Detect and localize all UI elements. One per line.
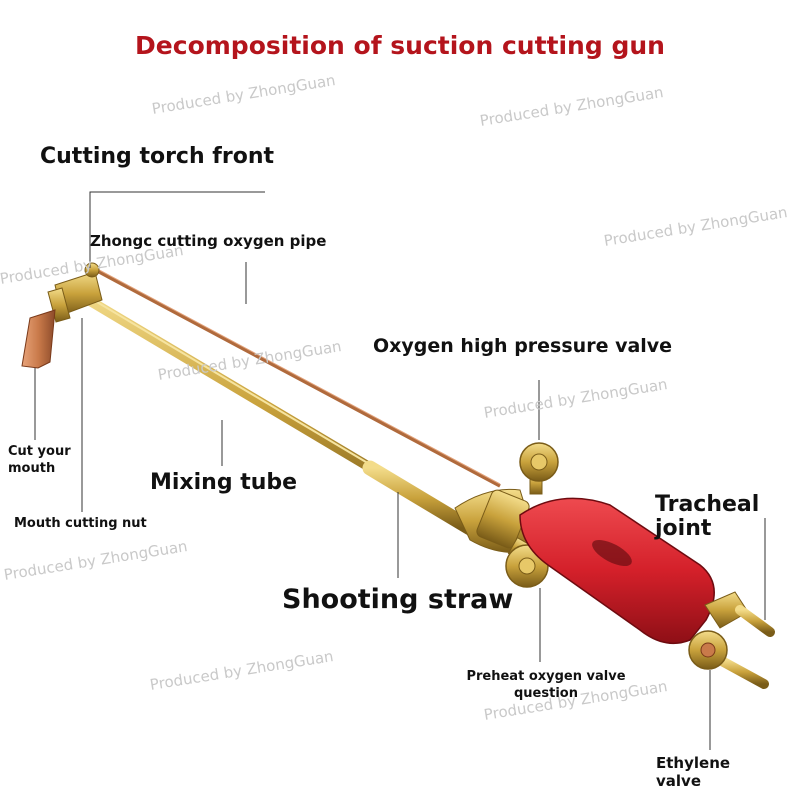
torch-handle (519, 497, 715, 645)
leader-lines (34, 191, 766, 750)
shooting-straw (362, 460, 478, 536)
label-shooting-straw: Shooting straw (282, 584, 514, 615)
tracheal-joint (704, 591, 775, 689)
label-mouth-cutting-nut: Mouth cutting nut (14, 516, 147, 531)
label-cut-your-mouth: Cut your mouth (8, 444, 71, 476)
diagram-title: Decomposition of suction cutting gun (135, 31, 665, 60)
label-tracheal-joint: Tracheal joint (655, 492, 760, 541)
oxygen-high-pressure-valve (519, 442, 559, 495)
label-oxygen-pipe: Zhongc cutting oxygen pipe (90, 232, 327, 250)
valve-body (454, 488, 539, 553)
label-oxygen-high-pressure-valve: Oxygen high pressure valve (373, 335, 673, 357)
oxygen-pipe (87, 264, 501, 488)
label-mixing-tube: Mixing tube (150, 470, 298, 495)
label-cutting-torch-front: Cutting torch front (40, 144, 275, 169)
label-ethylene-valve: Ethylene valve (656, 754, 731, 790)
label-preheat-oxygen-valve: Preheat oxygen valve question (466, 669, 626, 701)
leader-front (89, 191, 265, 268)
ethylene-valve (688, 630, 728, 670)
torch-head (47, 262, 103, 323)
cutting-nozzle (21, 309, 56, 369)
